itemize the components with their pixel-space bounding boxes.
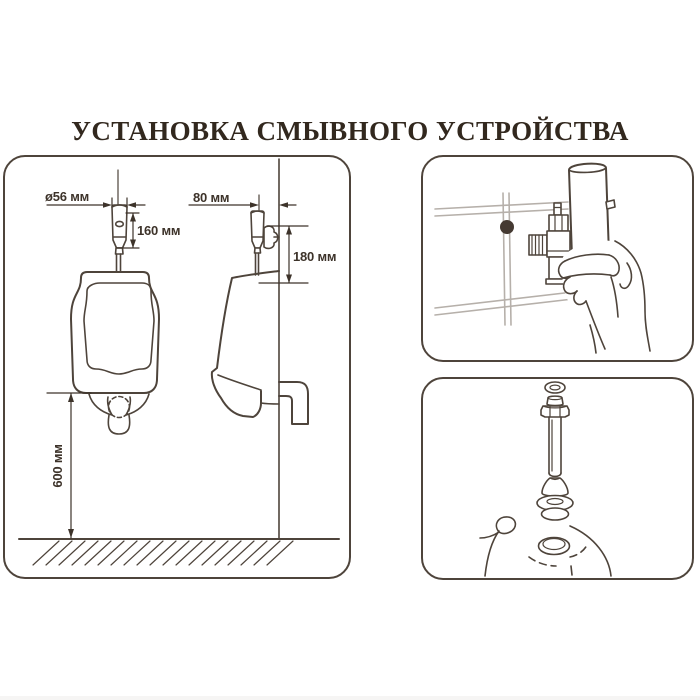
panel-valve-mounting-step: [421, 155, 694, 362]
dim-label-diameter: ø56 мм: [45, 189, 89, 204]
drain-hole-dashed-circle: [107, 395, 131, 419]
drain-assembly: [88, 393, 150, 435]
valve-mounting-illustration: [434, 162, 651, 354]
bowl-underside-line: [217, 374, 262, 391]
dim-label-floor-clearance: 600 мм: [50, 444, 65, 487]
pipe-assembly-illustration: [479, 381, 612, 577]
inlet-hole: [537, 536, 571, 556]
compression-olive-icon: [546, 395, 564, 407]
tile-grid: [434, 192, 574, 326]
dimension-inlet-drop: 180 мм: [258, 225, 337, 284]
flush-valve-front-icon: [111, 204, 128, 255]
floor-hatching: [32, 540, 294, 566]
urinal-bowl-outline: [70, 271, 160, 394]
flush-valve-body-icon: [528, 202, 571, 285]
rubber-cone-icon: [541, 477, 569, 497]
urinal-front-view: [70, 169, 160, 435]
dimension-wall-offset: 80 мм: [188, 190, 297, 208]
panel-pipe-assembly-step: [421, 377, 694, 580]
urinal-profile-outline: [210, 270, 280, 418]
flush-valve-side-icon: [250, 210, 280, 254]
dim-label-inlet-drop: 180 мм: [293, 249, 336, 264]
dimension-spud-diameter: ø56 мм: [45, 189, 146, 208]
panel-installation-dimensions: ø56 мм 160 мм 80 мм 180 мм: [3, 155, 351, 579]
dimension-drawing: ø56 мм 160 мм 80 мм 180 мм: [18, 158, 340, 566]
flush-pipe-icon: [548, 416, 562, 478]
outlet-elbow-pipe: [278, 381, 309, 425]
bottom-edge-strip: [0, 696, 700, 700]
drill-hole-dot: [500, 220, 514, 234]
wall-inlet-fitting: [263, 225, 279, 250]
hex-nut-icon: [540, 405, 570, 418]
floor-line: [18, 538, 340, 566]
dim-label-valve-height: 160 мм: [137, 223, 180, 238]
drain-spout: [107, 414, 131, 435]
spud-flange-icon: [536, 494, 574, 521]
hand-icon: [557, 240, 651, 354]
dim-label-wall-offset: 80 мм: [193, 190, 229, 205]
flush-pipe-side: [254, 252, 260, 276]
page-title: УСТАНОВКА СМЫВНОГО УСТРОЙСТВА: [71, 116, 629, 146]
dimension-valve-height: 160 мм: [116, 212, 181, 249]
urinal-inner-rim: [83, 282, 155, 375]
flush-pipe-front: [115, 253, 122, 273]
urinal-inlet-sketch: [479, 516, 612, 577]
dimension-floor-clearance: 600 мм: [46, 392, 92, 539]
o-ring-icon: [544, 381, 566, 394]
urinal-side-view: [210, 194, 309, 425]
